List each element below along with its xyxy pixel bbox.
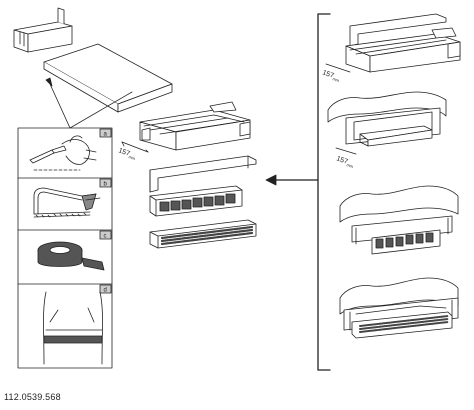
hacksaw-icon [33, 187, 101, 218]
vent-housing [139, 101, 251, 151]
step-label-a: a [99, 128, 112, 138]
unit-exploded [345, 13, 461, 73]
vent-frame [149, 155, 257, 193]
channel-piece [13, 7, 73, 53]
step-label-b: b [99, 178, 112, 188]
dimension-marker: 157mm [335, 147, 357, 169]
knife-icon [29, 135, 97, 171]
svg-text:157mm: 157mm [335, 155, 356, 169]
cabinet-cutout [327, 91, 447, 147]
dimension-marker: 157mm [117, 141, 149, 161]
svg-text:a: a [104, 132, 108, 138]
worktop-board [43, 43, 173, 113]
svg-text:d: d [104, 288, 107, 294]
pipe-band-icon [43, 291, 103, 365]
step-label-c: c [99, 230, 112, 240]
bracket [317, 13, 331, 371]
direction-arrow [265, 174, 319, 186]
svg-text:157mm: 157mm [321, 69, 342, 83]
document-code: 112.0539.568 [4, 392, 61, 402]
svg-text:c: c [104, 234, 107, 240]
svg-text:b: b [104, 182, 108, 188]
step-label-d: d [99, 284, 112, 294]
cabinet-vent-installed [339, 185, 459, 255]
leader-line [49, 83, 71, 129]
dimension-marker: 157mm [321, 63, 351, 83]
leader-line [69, 91, 133, 129]
vent-grille [149, 219, 257, 249]
vent-slots-unit [149, 185, 243, 217]
svg-text:157mm: 157mm [117, 147, 138, 161]
cabinet-grille-installed [339, 277, 459, 339]
tape-roll-icon [37, 241, 105, 271]
arrow-head [45, 77, 53, 87]
